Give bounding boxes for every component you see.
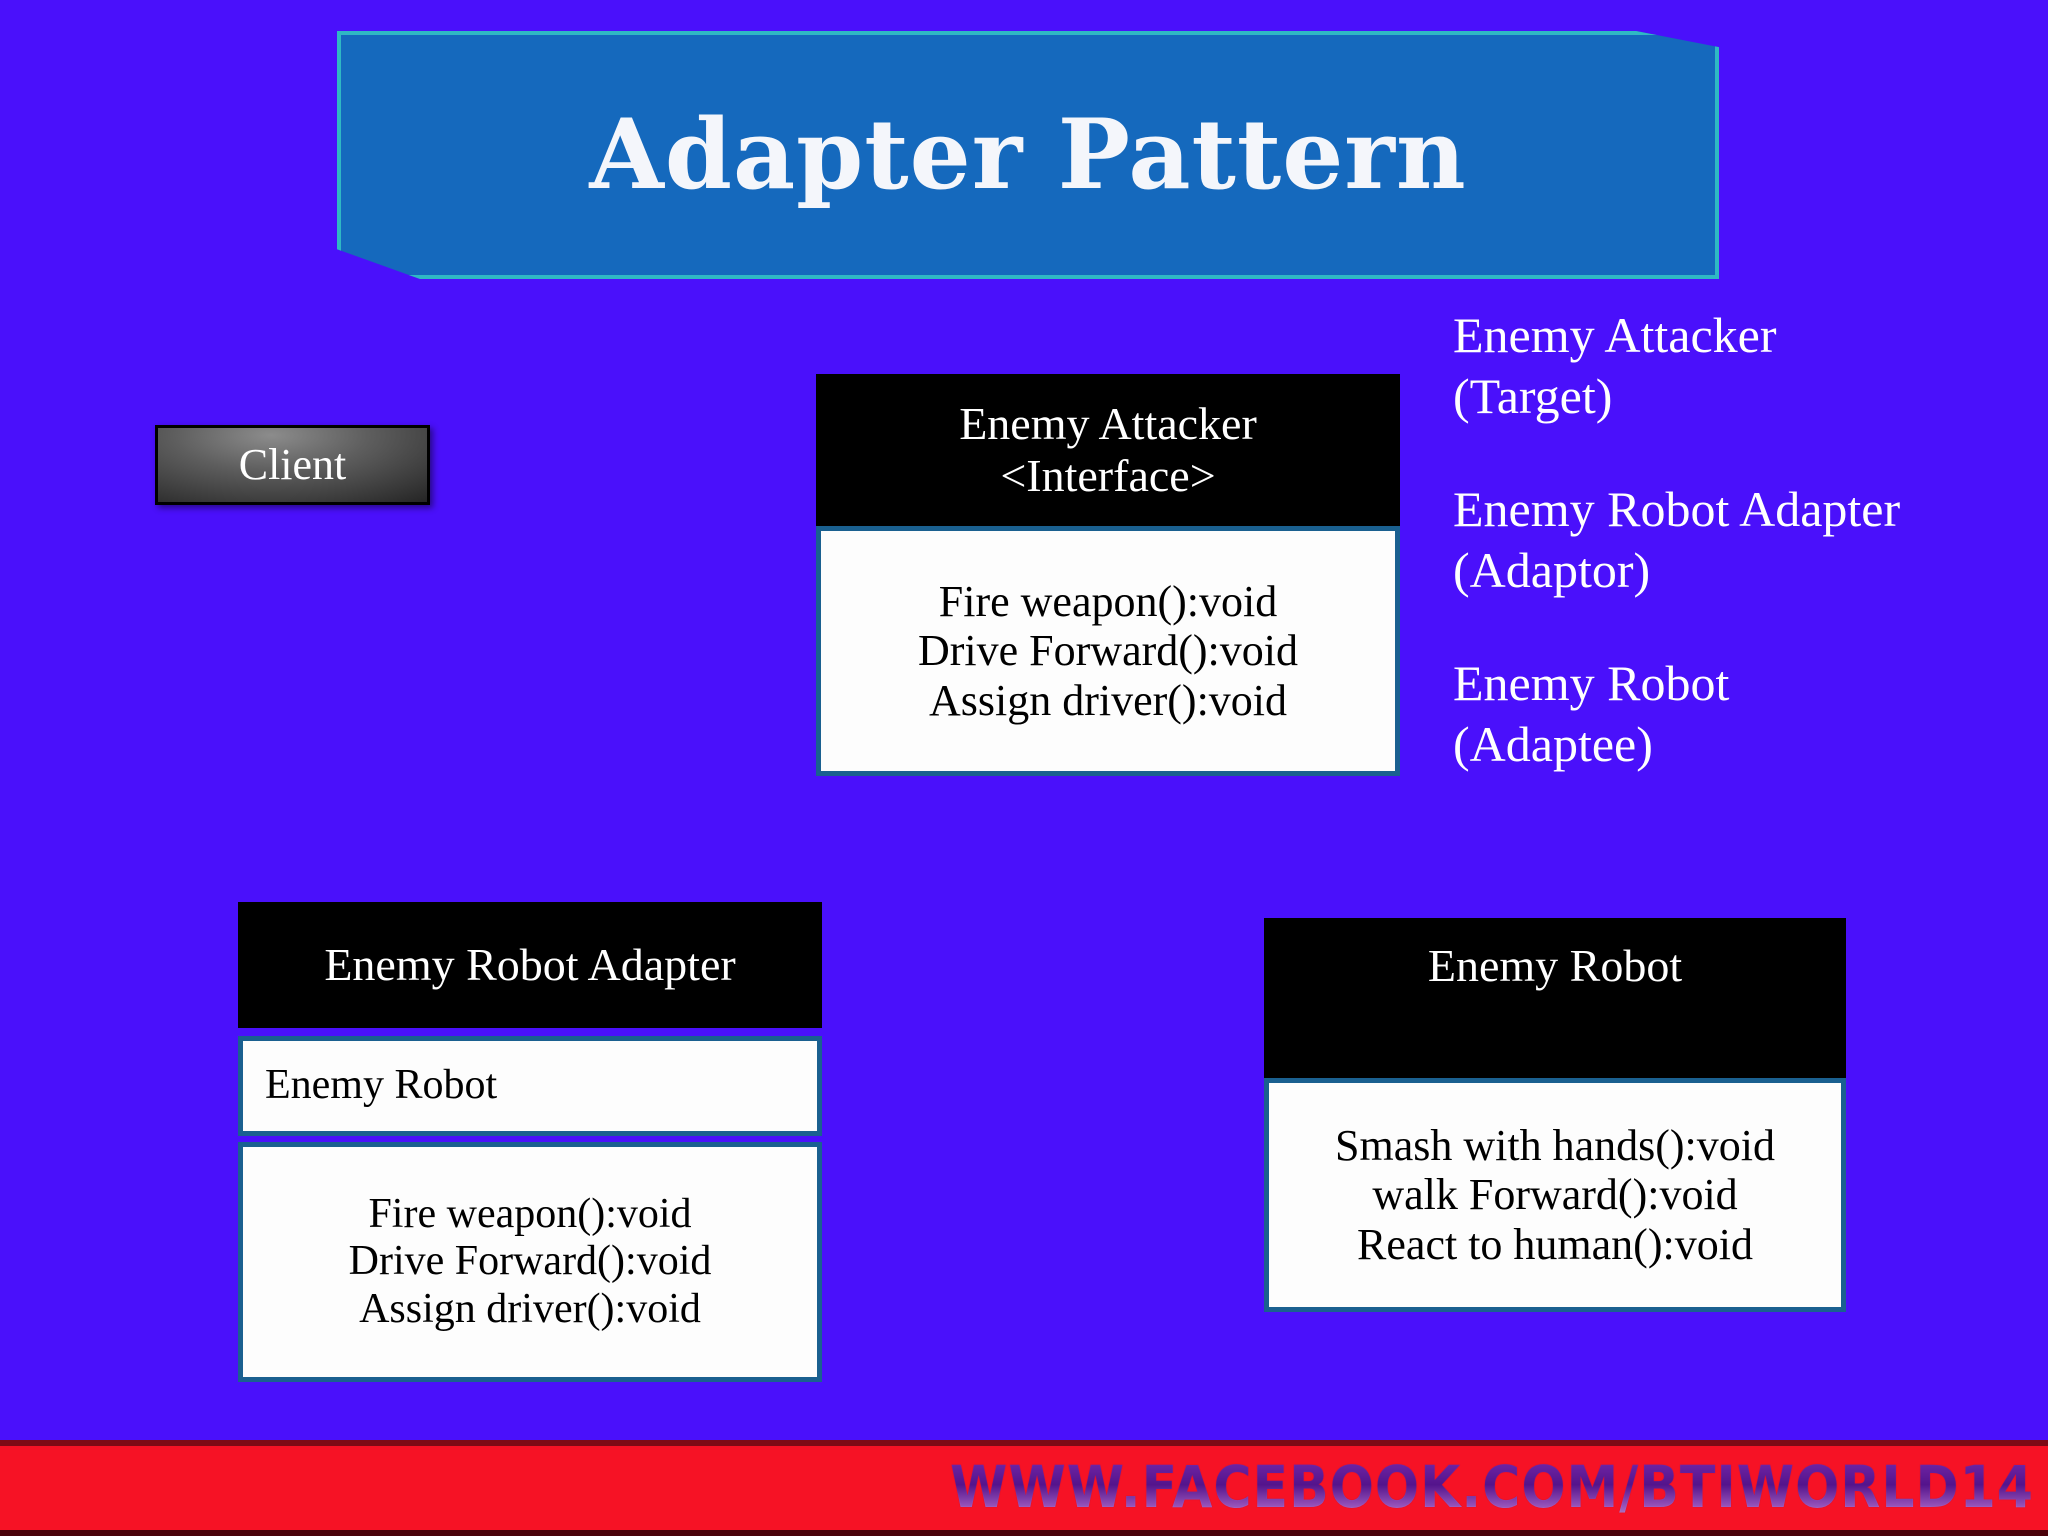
role-legend: Enemy Attacker (Target) Enemy Robot Adap… — [1453, 305, 2023, 775]
enemy-robot-operations: Smash with hands():void walk Forward():v… — [1264, 1078, 1846, 1312]
legend-item-adaptor: Enemy Robot Adapter (Adaptor) — [1453, 479, 2023, 601]
legend-adaptee-name: Enemy Robot — [1453, 655, 1730, 711]
enemy-robot-adapter-operations: Fire weapon():void Drive Forward():void … — [238, 1142, 822, 1382]
legend-item-adaptee: Enemy Robot (Adaptee) — [1453, 653, 2023, 775]
title-banner — [337, 31, 1719, 279]
operation-row: React to human():void — [1357, 1219, 1753, 1269]
enemy-attacker-class-name: Enemy Attacker — [959, 398, 1257, 450]
enemy-robot-adapter-class-header[interactable]: Enemy Robot Adapter — [238, 902, 822, 1028]
legend-target-name: Enemy Attacker — [1453, 307, 1777, 363]
operation-row: Fire weapon():void — [368, 1191, 692, 1238]
enemy-attacker-operations: Fire weapon():void Drive Forward():void … — [816, 526, 1400, 776]
operation-row: Assign driver():void — [928, 675, 1288, 725]
legend-adaptor-name: Enemy Robot Adapter — [1453, 481, 1901, 537]
legend-item-target: Enemy Attacker (Target) — [1453, 305, 2023, 427]
legend-adaptor-role: (Adaptor) — [1453, 542, 1651, 598]
enemy-robot-class-name: Enemy Robot — [1427, 940, 1683, 991]
operation-row: walk Forward():void — [1372, 1170, 1738, 1220]
enemy-robot-class-header[interactable]: Enemy Robot — [1264, 918, 1846, 1078]
legend-target-role: (Target) — [1453, 368, 1613, 424]
operation-row: Fire weapon():void — [938, 577, 1278, 627]
enemy-attacker-class-header[interactable]: Enemy Attacker <Interface> — [816, 374, 1400, 526]
operation-row: Smash with hands():void — [1335, 1121, 1775, 1171]
operation-row: Drive Forward():void — [917, 626, 1298, 676]
client-box[interactable]: Client — [155, 425, 430, 505]
legend-adaptee-role: (Adaptee) — [1453, 716, 1653, 772]
enemy-robot-adapter-attributes: Enemy Robot — [238, 1036, 822, 1136]
enemy-robot-adapter-class-name: Enemy Robot Adapter — [324, 939, 736, 991]
watermark-text: WWW.FACEBOOK.COM/BTIWORLD14 — [950, 1454, 2048, 1521]
footer-bar: WWW.FACEBOOK.COM/BTIWORLD14 — [0, 1440, 2048, 1536]
operation-row: Assign driver():void — [359, 1285, 701, 1332]
operation-row: Drive Forward():void — [348, 1238, 712, 1285]
client-label: Client — [238, 440, 347, 489]
attribute-row: Enemy Robot — [265, 1062, 498, 1109]
enemy-attacker-stereotype: <Interface> — [1000, 450, 1216, 501]
